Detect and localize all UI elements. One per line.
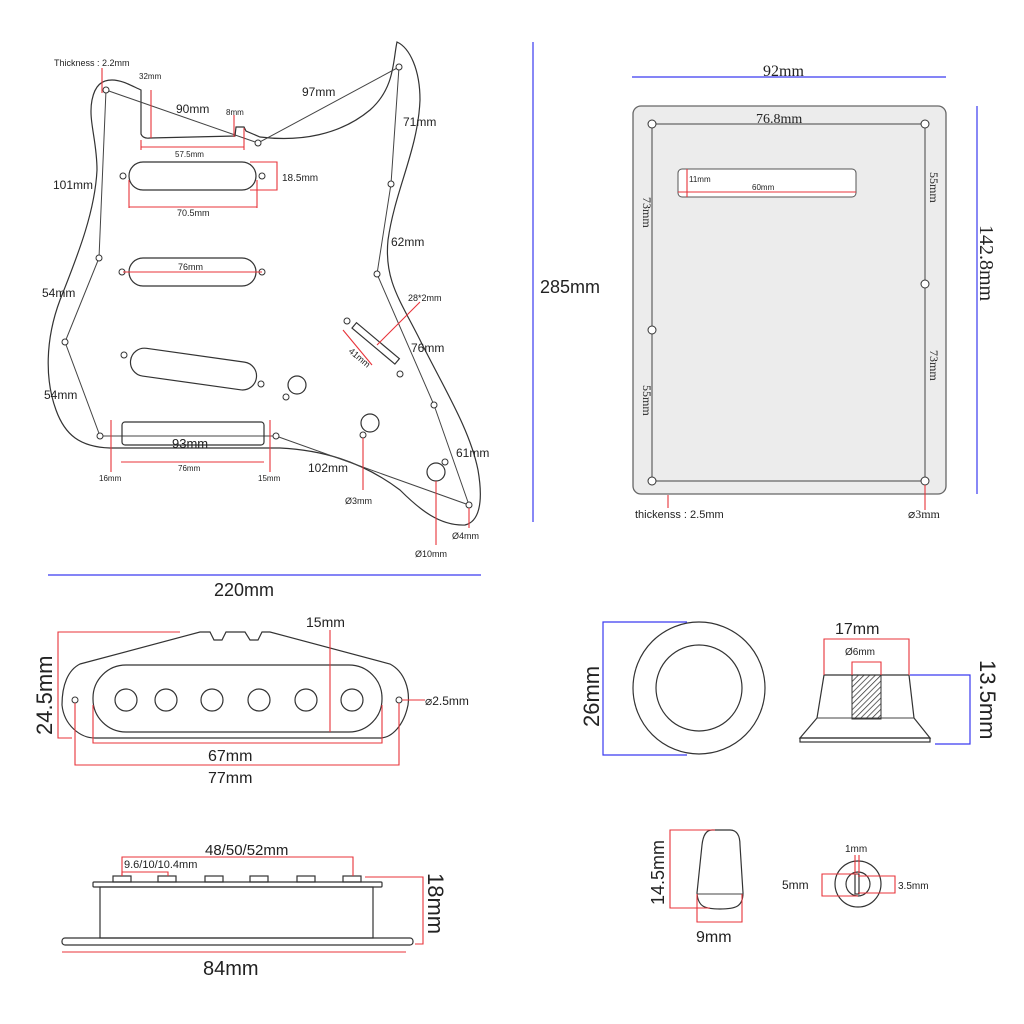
pole-pieces bbox=[114, 688, 364, 712]
pole-piece-tops bbox=[112, 875, 362, 883]
jack-hole bbox=[426, 462, 446, 482]
dim-label: 17mm bbox=[835, 621, 879, 638]
dim-label: 67mm bbox=[208, 748, 252, 765]
pickup-side-height-label: 18mm bbox=[423, 873, 448, 934]
dim-label: 9.6/10/10.4mm bbox=[124, 859, 197, 871]
dim-label: 14.5mm bbox=[648, 840, 668, 905]
dim-label: 8mm bbox=[226, 108, 244, 117]
pickguard-outline bbox=[47, 41, 481, 526]
backplate-hole-pattern bbox=[651, 123, 926, 482]
knob-diameter-label: 26mm bbox=[579, 666, 604, 727]
switch-tip-bottom-outer bbox=[834, 860, 882, 908]
dim-label: 54mm bbox=[42, 286, 75, 300]
dim-label: 101mm bbox=[53, 178, 93, 192]
dim-label: 48/50/52mm bbox=[205, 842, 288, 859]
backplate-screw-holes bbox=[647, 119, 930, 486]
dim-label: 73mm bbox=[927, 350, 941, 381]
dim-label: 15mm bbox=[258, 474, 281, 483]
pickup-bobbin bbox=[92, 664, 383, 733]
pot-hole bbox=[360, 413, 380, 433]
dim-label: Ø4mm bbox=[452, 531, 479, 541]
dim-label: 61mm bbox=[456, 446, 489, 460]
screw-holes bbox=[61, 63, 473, 509]
backplate-thickness-label: thickenss : 2.5mm bbox=[635, 509, 724, 521]
dim-label: 77mm bbox=[208, 770, 252, 787]
dim-label: ⌀3mm bbox=[908, 507, 941, 521]
dim-label: 102mm bbox=[308, 461, 348, 475]
pickguard-height-label: 285mm bbox=[540, 277, 600, 297]
dim-label: 57.5mm bbox=[175, 150, 204, 159]
dim-label: 71mm bbox=[403, 115, 436, 129]
pickup-bottom-plate bbox=[61, 937, 414, 946]
knob-shaft-hatch bbox=[851, 674, 882, 720]
dim-label: 76mm bbox=[411, 341, 444, 355]
pickup-top-drawing: 24.5mm 15mm 67mm 77mm ⌀2.5mm bbox=[32, 614, 469, 787]
dim-label: 1mm bbox=[845, 844, 867, 855]
dim-label: 70.5mm bbox=[177, 208, 210, 218]
dim-label: 55mm bbox=[640, 385, 654, 416]
dim-label: ⌀2.5mm bbox=[425, 694, 469, 708]
dim-label: 11mm bbox=[689, 175, 711, 184]
backplate-height-label: 142.8mm bbox=[975, 225, 997, 302]
dim-label: 93mm bbox=[172, 436, 208, 451]
dim-label: 3.5mm bbox=[898, 881, 929, 892]
backplate-slot bbox=[677, 168, 857, 198]
backplate-width-label: 92mm bbox=[763, 63, 804, 80]
switch-tip-profile bbox=[696, 829, 744, 910]
dim-label: 76.8mm bbox=[756, 112, 802, 127]
thickness-label: Thickness : 2.2mm bbox=[54, 58, 130, 68]
pickguard-drawing: Thickness : 2.2mm 32mm 90mm 8mm 57.5mm 1… bbox=[42, 41, 600, 600]
pickup-top-plate bbox=[92, 881, 383, 888]
dim-label: 62mm bbox=[391, 235, 424, 249]
pickup-length-label: 84mm bbox=[203, 958, 259, 980]
dim-label: Ø10mm bbox=[415, 549, 447, 559]
humbucker-slot bbox=[121, 421, 265, 446]
knob-inner-circle bbox=[655, 644, 743, 732]
backplate-outline bbox=[632, 105, 947, 495]
dim-label: Ø3mm bbox=[345, 496, 372, 506]
dim-label: 76mm bbox=[178, 464, 201, 473]
dim-label: 73mm bbox=[640, 197, 654, 228]
dim-label: 28*2mm bbox=[408, 293, 442, 303]
pickguard-red-dimensions bbox=[101, 68, 470, 545]
backplate-drawing: 92mm 11mm 60mm 76.8mm 55mm 73mm 73mm 55m… bbox=[632, 63, 997, 521]
pickup-side-drawing: 48/50/52mm 9.6/10/10.4mm 18mm 84mm bbox=[61, 842, 448, 980]
dim-label: 9mm bbox=[696, 929, 732, 946]
knob-drawing: 26mm 17mm Ø6mm 13.5mm bbox=[579, 621, 1000, 756]
pot-hole bbox=[287, 375, 307, 395]
dim-label: 55mm bbox=[927, 172, 941, 203]
dim-label: 54mm bbox=[44, 388, 77, 402]
switch-tip-drawing: 14.5mm 9mm 1mm 5mm 3.5mm bbox=[648, 829, 929, 946]
pickup-height-label: 24.5mm bbox=[32, 656, 57, 735]
bridge-pickup-slot bbox=[129, 347, 258, 391]
dim-label: 90mm bbox=[176, 102, 209, 116]
dim-label: 16mm bbox=[99, 474, 122, 483]
dim-label: 97mm bbox=[302, 85, 335, 99]
dim-label: 32mm bbox=[139, 72, 162, 81]
pickguard-width-label: 220mm bbox=[214, 580, 274, 600]
pickup-cover-outline bbox=[61, 631, 410, 739]
knob-height-label: 13.5mm bbox=[975, 660, 1000, 739]
dim-label: Ø6mm bbox=[845, 647, 875, 658]
dim-label: 15mm bbox=[306, 614, 345, 630]
dim-label: 5mm bbox=[782, 878, 809, 892]
dim-label: 60mm bbox=[752, 183, 775, 192]
dim-label: 18.5mm bbox=[282, 173, 318, 184]
neck-pickup-slot bbox=[128, 161, 257, 191]
screw-dimension-lines bbox=[64, 66, 470, 506]
pickup-body bbox=[99, 886, 374, 939]
switch-slot bbox=[351, 321, 401, 365]
dim-label: 76mm bbox=[178, 262, 203, 272]
knob-outer-circle bbox=[632, 621, 766, 755]
